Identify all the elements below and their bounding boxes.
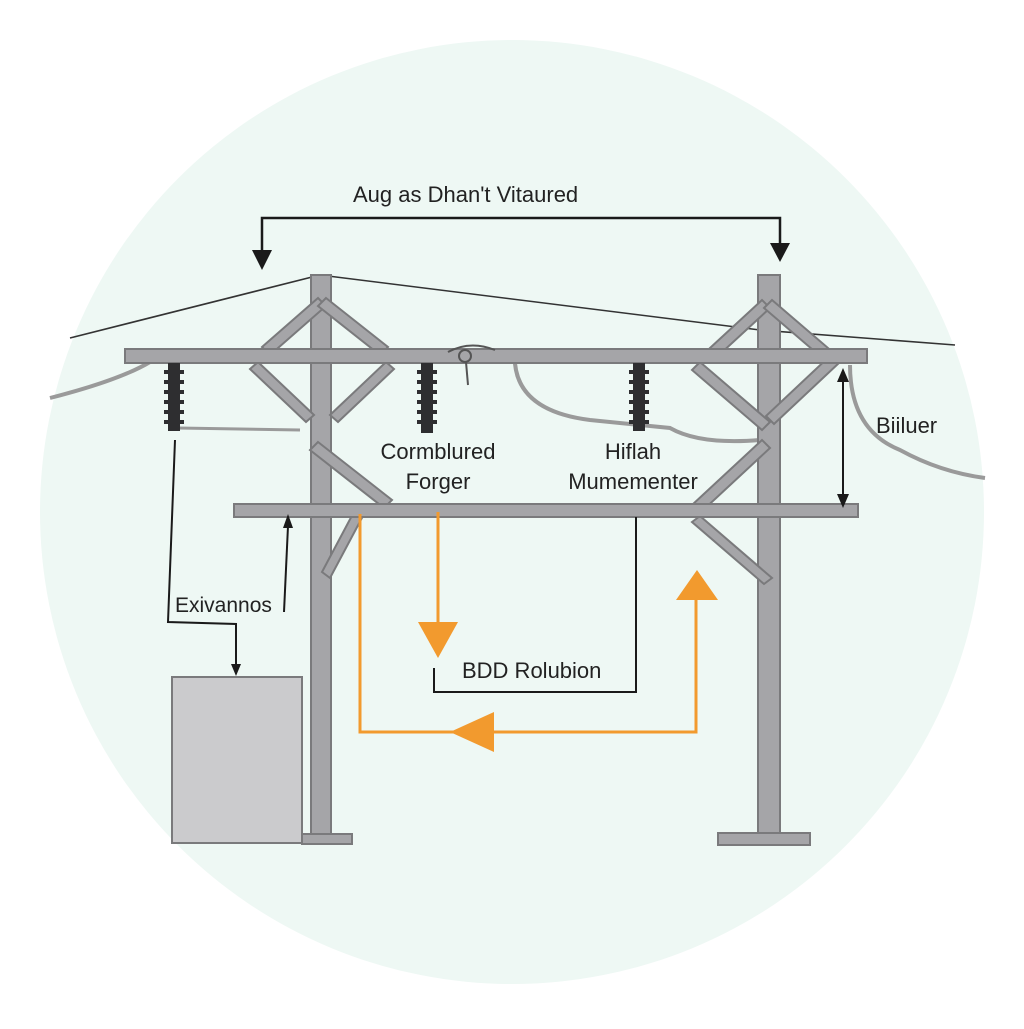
right-height-arrowhead-top — [837, 368, 849, 382]
top-span-label: Aug as Dhan't Vitaured — [353, 182, 579, 207]
sag-wire-left — [49, 360, 152, 400]
insulator-left — [164, 363, 184, 431]
center-left-label-line1: Cormblured — [380, 439, 496, 464]
jumper-wire-left — [177, 426, 301, 432]
left-drop-arrowhead — [231, 664, 241, 676]
left-drop-line — [166, 439, 237, 666]
orange-loop-line — [358, 514, 698, 734]
right-side-label: Biiluer — [876, 413, 938, 438]
lower-crossarm — [233, 503, 859, 518]
top-span-arrowhead-left — [252, 250, 272, 270]
bottom-center-label: BDD Rolubion — [462, 658, 602, 683]
upper-crossarm — [124, 348, 868, 364]
top-clamp — [447, 344, 496, 386]
right-height-arrowhead-bottom — [837, 494, 849, 508]
top-span-arrow — [260, 216, 782, 252]
insulator-center — [417, 363, 437, 433]
overhead-wire-left — [69, 274, 321, 339]
center-left-label-line2: Forger — [405, 469, 471, 494]
center-right-label-line1: Hiflah — [604, 439, 662, 464]
orange-down-arrowhead — [418, 622, 458, 658]
left-pole-base — [301, 833, 353, 845]
sag-wire-middle — [512, 349, 761, 444]
right-pole-base — [717, 832, 811, 846]
right-pole-braces — [690, 298, 842, 586]
top-span-arrowhead-right — [770, 243, 790, 262]
insulator-right — [629, 363, 649, 431]
left-up-arrowhead — [283, 514, 293, 528]
orange-left-arrowhead — [450, 712, 494, 752]
orange-up-arrowhead — [676, 570, 718, 600]
center-right-label-line2: Mumementer — [568, 469, 698, 494]
left-side-label: Exivannos — [175, 594, 272, 617]
ground-box — [171, 676, 303, 844]
left-up-line — [283, 525, 289, 613]
sag-wire-right — [848, 364, 986, 480]
center-bracket-line — [433, 517, 637, 693]
